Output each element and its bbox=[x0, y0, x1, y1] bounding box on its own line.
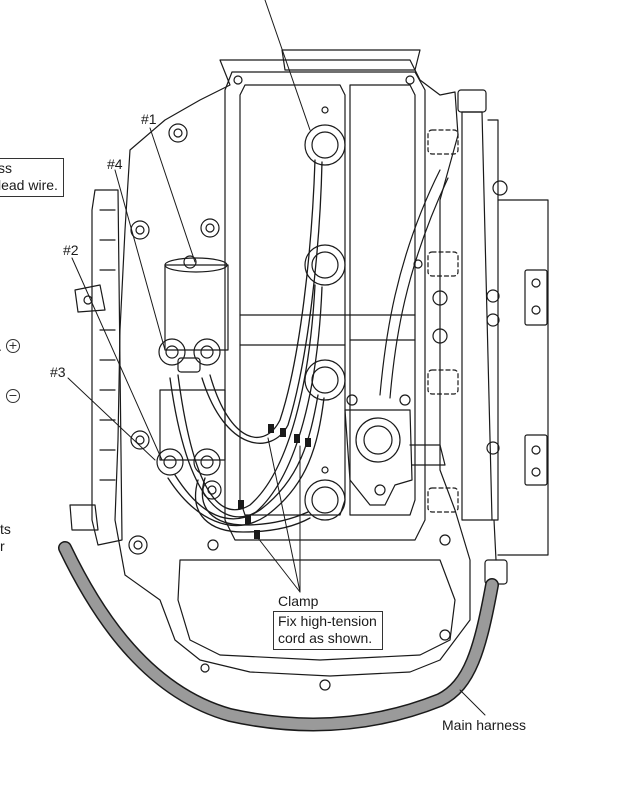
label-clamp: Clamp bbox=[278, 593, 319, 609]
label-coil-1: #1 bbox=[141, 111, 157, 127]
label-coil-2: #2 bbox=[63, 242, 79, 258]
engine-block-outline bbox=[114, 49, 471, 677]
fuel-pump bbox=[344, 169, 449, 506]
left-side-cover bbox=[69, 189, 123, 546]
minus-terminal-icon: − bbox=[6, 389, 20, 403]
note-line-2: cord as shown. bbox=[278, 630, 373, 646]
leader-lines bbox=[67, 0, 486, 716]
ignition-coil-lower bbox=[156, 389, 226, 476]
label-coil-3: #3 bbox=[50, 364, 66, 380]
plus-terminal-icon: + bbox=[6, 339, 20, 353]
cut-note-line-2: lead wire. bbox=[0, 177, 58, 193]
right-bracket bbox=[497, 199, 549, 556]
label-coil-4: #4 bbox=[107, 156, 123, 172]
head-bolts bbox=[128, 75, 451, 691]
fuel-rail bbox=[427, 89, 508, 585]
cut-text-a: ts bbox=[0, 521, 11, 537]
high-tension-cords bbox=[167, 159, 325, 533]
note-line-1: Fix high-tension bbox=[278, 613, 377, 629]
note-box: Fix high-tension cord as shown. bbox=[273, 611, 383, 650]
plus-terminal-dot: . bbox=[0, 338, 2, 354]
cut-note-box: ss lead wire. bbox=[0, 158, 64, 197]
cord-clamps bbox=[238, 424, 311, 539]
spark-plug-wells bbox=[304, 124, 346, 521]
label-main-harness: Main harness bbox=[442, 717, 527, 733]
ignition-coil-upper bbox=[158, 255, 229, 373]
cut-text-b: r bbox=[0, 538, 5, 554]
cut-note-line-1: ss bbox=[0, 160, 12, 176]
